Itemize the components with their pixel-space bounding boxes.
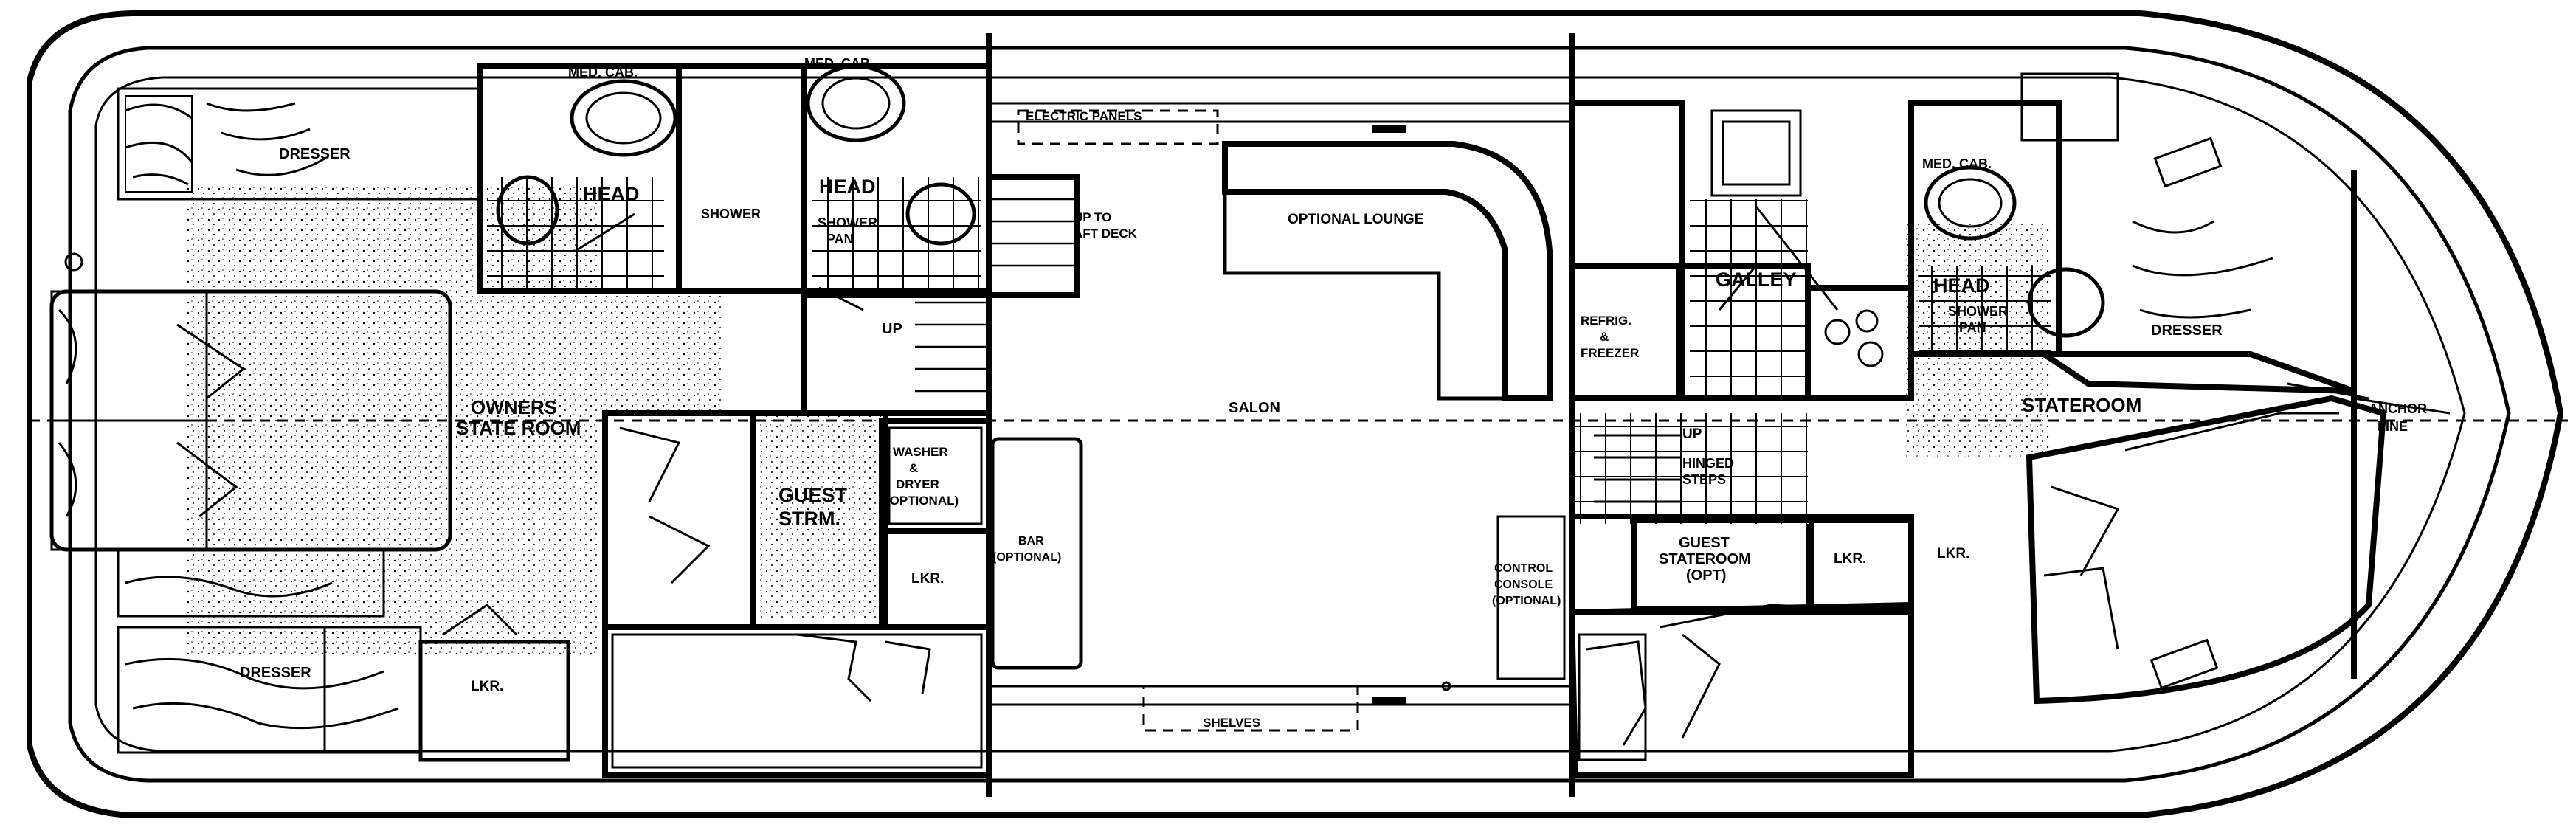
label-shower: SHOWER xyxy=(701,207,761,221)
label-up-1: UP xyxy=(882,321,902,337)
label-galley: GALLEY xyxy=(1716,269,1797,291)
label-dresser-top: DRESSER xyxy=(279,146,351,162)
floor-stipple xyxy=(184,184,2051,657)
label-electric-panels: ELECTRIC PANELS xyxy=(1026,109,1142,123)
room-labels: MED. CAB. MED. CAB. ELECTRIC PANELS DRES… xyxy=(240,56,2427,730)
label-med-cab-2: MED. CAB. xyxy=(804,56,874,71)
label-washer-dryer: WASHER&DRYER(OPTIONAL) xyxy=(885,445,959,508)
label-head-3: HEAD xyxy=(1933,274,1990,297)
guest-stateroom xyxy=(602,292,992,778)
label-dresser-bottom: DRESSER xyxy=(240,665,311,681)
salon xyxy=(986,33,1575,797)
label-head-2: HEAD xyxy=(819,176,876,198)
label-lkr-2: LKR. xyxy=(1834,551,1866,567)
galley xyxy=(1569,100,1914,524)
label-optional-lounge: OPTIONAL LOUNGE xyxy=(1288,212,1423,227)
label-med-cab-3: MED. CAB. xyxy=(1922,156,1992,171)
label-up-2: UP xyxy=(1682,426,1702,442)
forward-guest-stateroom xyxy=(1568,514,1914,778)
forward-stateroom xyxy=(1908,72,2451,705)
label-med-cab-1: MED. CAB. xyxy=(568,65,638,80)
label-lkr-3: LKR. xyxy=(1937,546,1969,561)
label-lkr-4: LKR. xyxy=(471,679,503,694)
hull-outline xyxy=(27,10,2568,818)
label-lkr-1: LKR. xyxy=(911,571,944,587)
label-head-1: HEAD xyxy=(583,183,640,205)
label-salon: SALON xyxy=(1229,400,1280,416)
label-refrig-freezer: REFRIG.&FREEZER xyxy=(1581,314,1639,360)
label-stateroom: STATEROOM xyxy=(2022,394,2141,416)
label-shelves: SHELVES xyxy=(1203,716,1260,730)
label-bar: BAR(OPTIONAL) xyxy=(992,535,1061,564)
label-dresser-fwd: DRESSER xyxy=(2151,322,2223,339)
